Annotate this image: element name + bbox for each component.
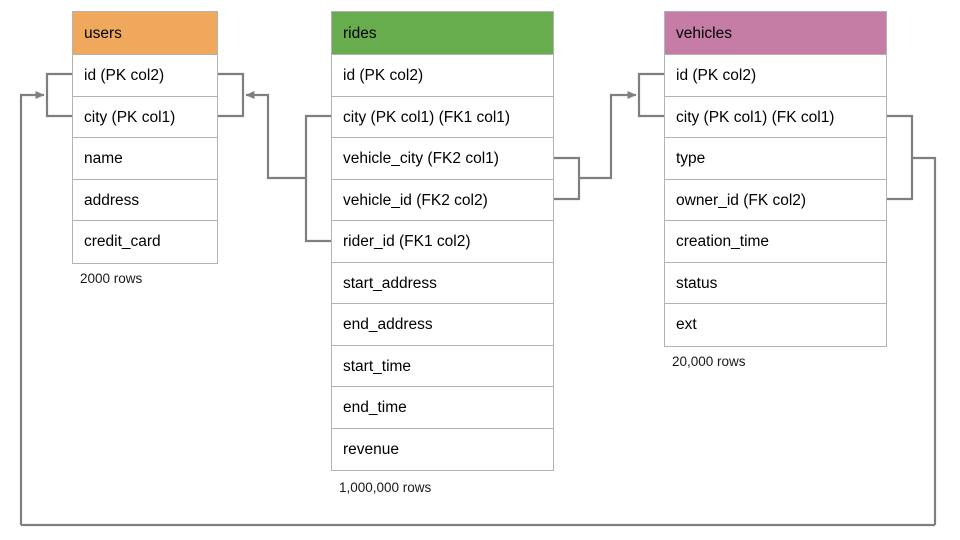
- table-users-column-credit-card[interactable]: credit_card: [84, 233, 161, 250]
- table-vehicles-column-creation-time[interactable]: creation_time: [665, 221, 886, 263]
- table-rides-column-end-time[interactable]: end_time: [332, 387, 553, 429]
- table-vehicles-row-count: 20,000 rows: [672, 354, 746, 369]
- table-vehicles-column-status[interactable]: status: [665, 263, 886, 304]
- table-rides-column-id[interactable]: id (PK col2): [332, 55, 553, 97]
- table-vehicles-title: vehicles: [665, 12, 886, 55]
- table-rides-column-vehicle-city[interactable]: vehicle_city (FK2 col1): [332, 138, 553, 180]
- table-users-column-id[interactable]: id (PK col2): [73, 55, 217, 97]
- table-rides-column-start-address[interactable]: start_address: [332, 263, 553, 304]
- table-users-column-city[interactable]: city (PK col1): [73, 97, 217, 138]
- table-vehicles-column-ext[interactable]: ext: [676, 316, 697, 333]
- table-rides-column-rider-id[interactable]: rider_id (FK1 col2): [332, 221, 553, 263]
- connector-rides-fk1-users: [218, 72, 331, 243]
- table-vehicles-column-owner-id[interactable]: owner_id (FK col2): [665, 180, 886, 221]
- table-vehicles-column-type[interactable]: type: [665, 138, 886, 180]
- table-users-column-name[interactable]: name: [73, 138, 217, 180]
- table-users-column-address[interactable]: address: [73, 180, 217, 221]
- table-rides-column-city[interactable]: city (PK col1) (FK1 col1): [332, 97, 553, 138]
- table-vehicles-column-id[interactable]: id (PK col2): [665, 55, 886, 97]
- table-users-row-count: 2000 rows: [80, 271, 143, 286]
- connector-rides-fk2-vehicles: [554, 72, 664, 201]
- table-rides-column-revenue[interactable]: revenue: [343, 440, 400, 458]
- table-users[interactable]: users id (PK col2) city (PK col1) name a…: [72, 11, 218, 264]
- table-vehicles-column-city[interactable]: city (PK col1) (FK col1): [665, 97, 886, 138]
- table-rides-column-vehicle-id[interactable]: vehicle_id (FK2 col2): [332, 180, 553, 221]
- table-users-title: users: [73, 12, 217, 55]
- table-rides-row-count: 1,000,000 rows: [339, 480, 432, 495]
- table-rides-column-end-address[interactable]: end_address: [332, 304, 553, 346]
- table-rides-title: rides: [332, 12, 553, 55]
- table-vehicles[interactable]: vehicles id (PK col2) city (PK col1) (FK…: [664, 11, 887, 347]
- table-rides[interactable]: rides id (PK col2) city (PK col1) (FK1 c…: [331, 11, 554, 471]
- table-rides-column-start-time[interactable]: start_time: [332, 346, 553, 387]
